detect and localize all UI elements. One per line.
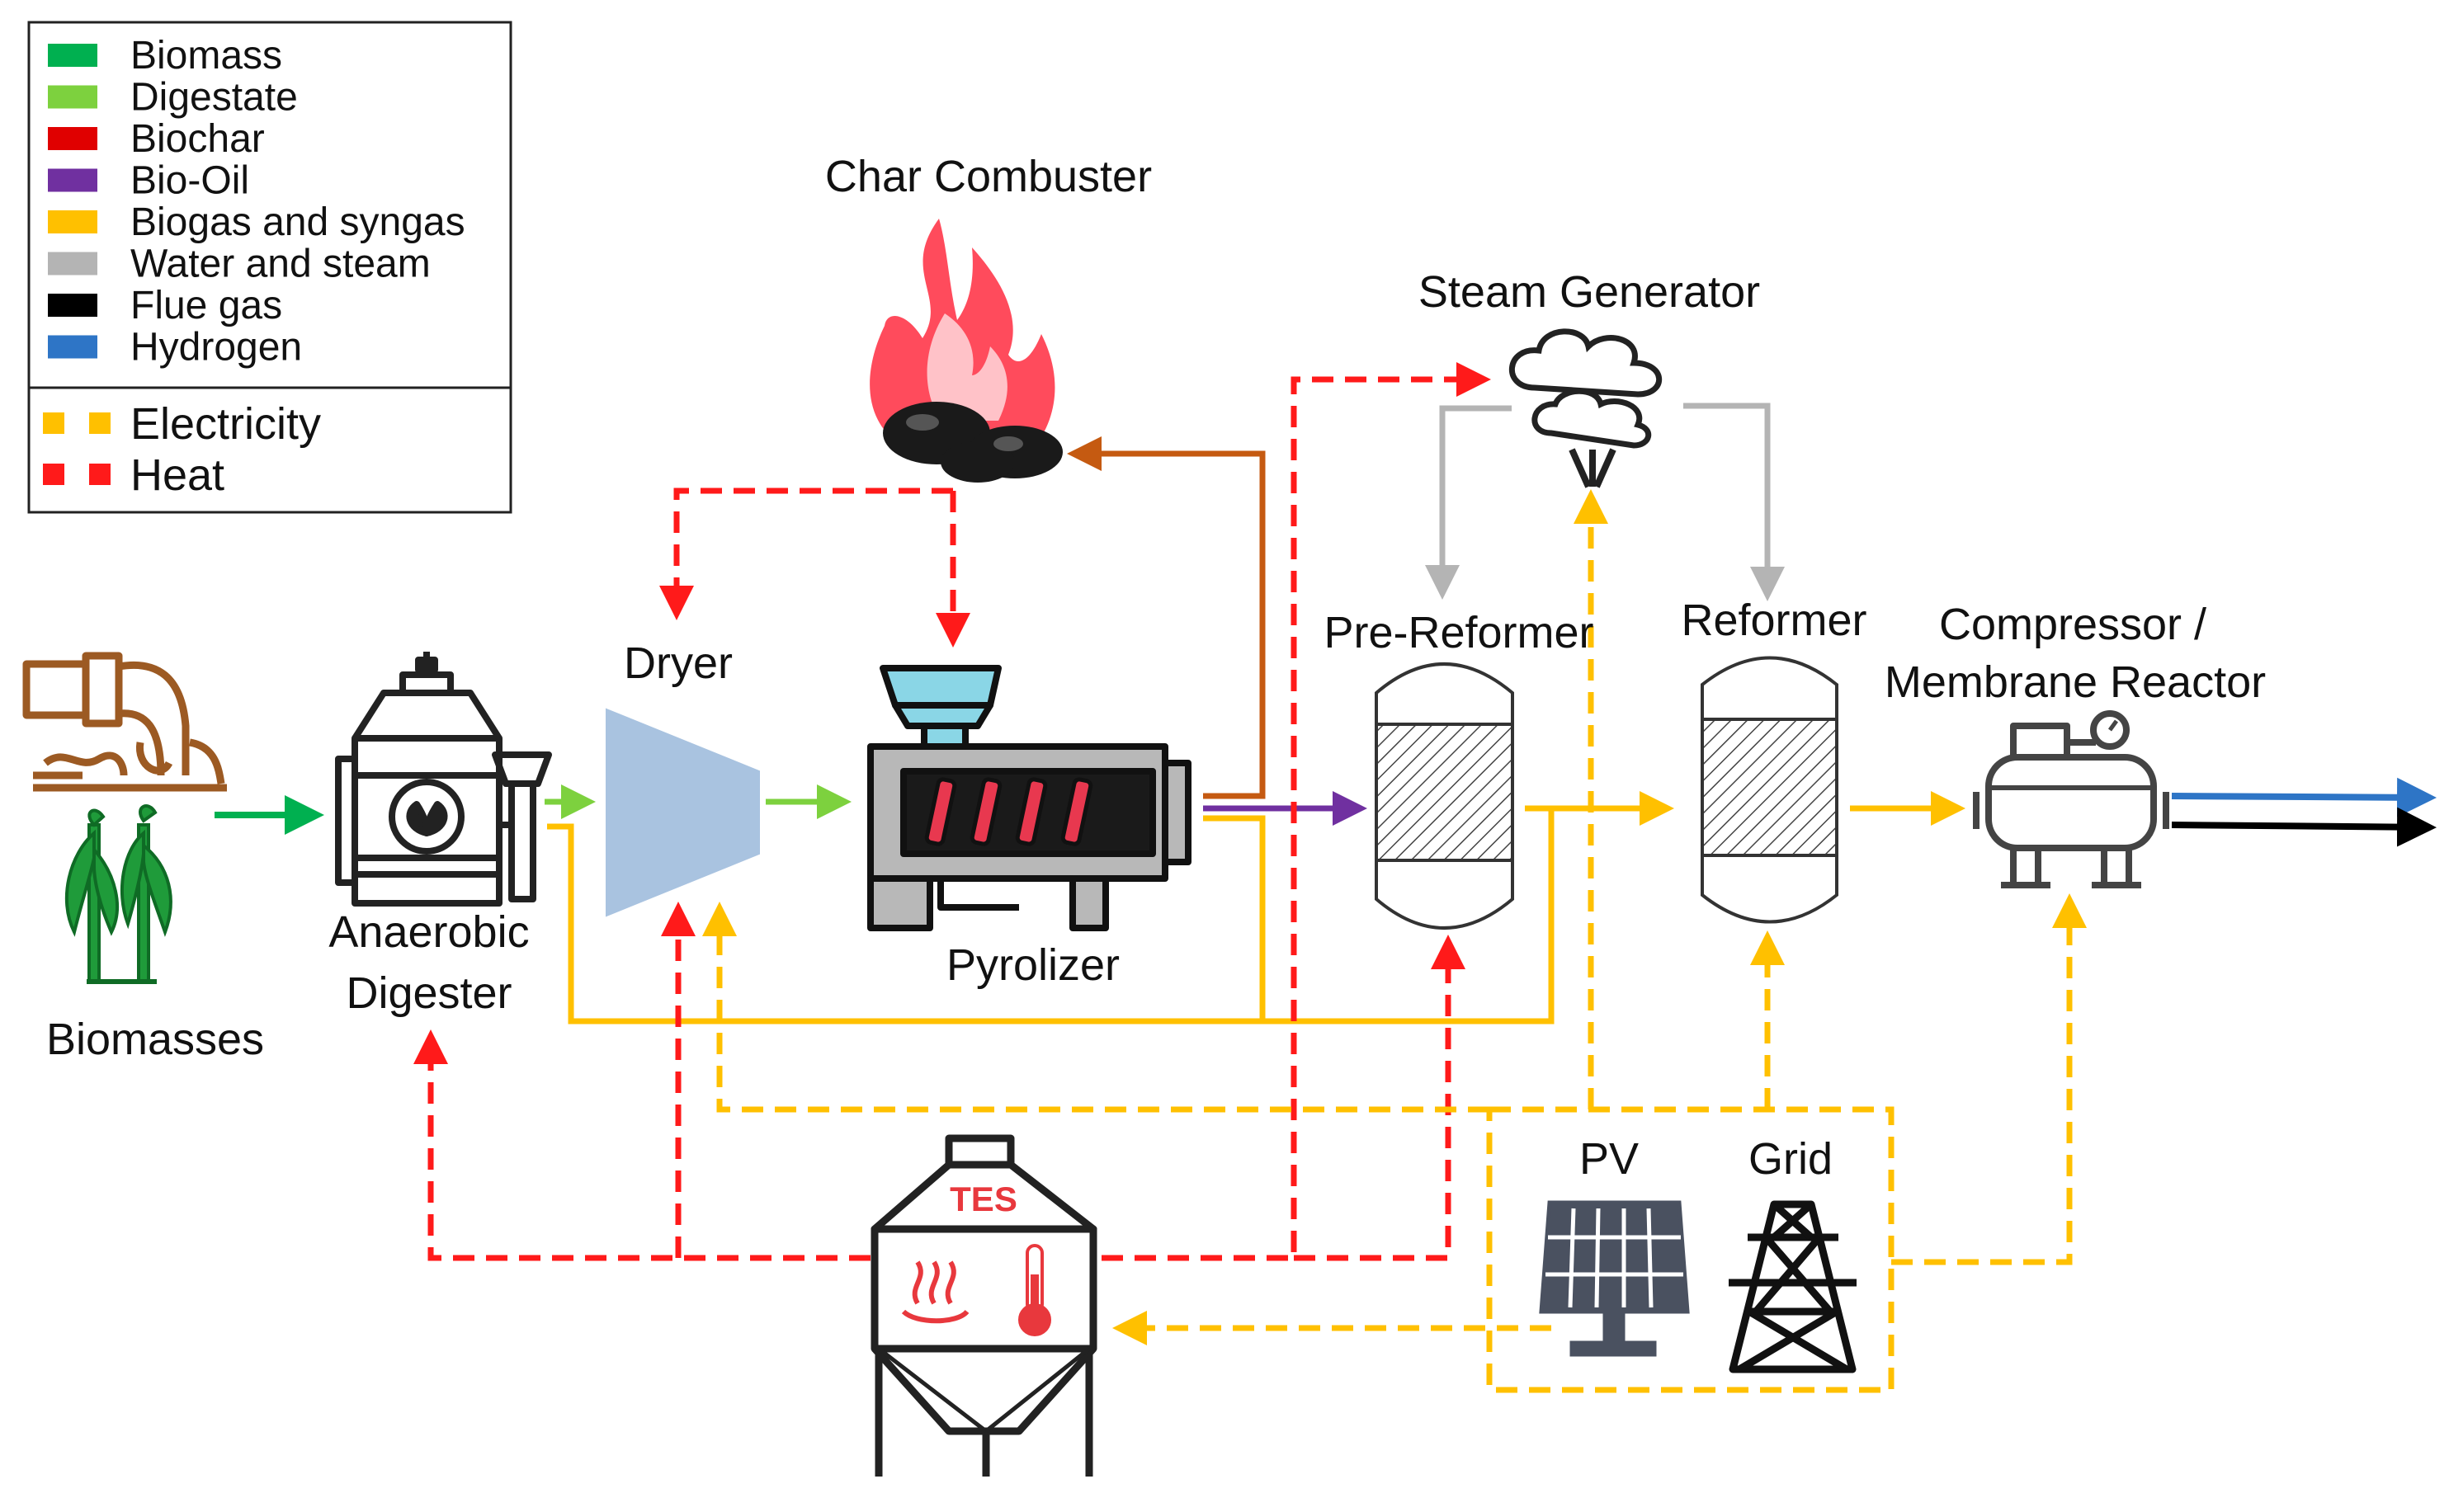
legend-swatch-2 <box>48 127 97 150</box>
compressor-icon <box>1973 710 2169 888</box>
legend-swatch-1 <box>48 85 97 109</box>
heat-lines <box>413 362 1491 1261</box>
thermometer-icon <box>1018 1244 1051 1336</box>
elec-to-dryer <box>702 902 1489 1113</box>
anaerobic-digester-label-line2: Digester <box>346 968 512 1018</box>
pre-reformer-label: Pre-Reformer <box>1324 608 1593 657</box>
legend-label-5: Water and steam <box>130 243 431 286</box>
steam-to-prereformer-arrow <box>1425 405 1512 600</box>
grid-label: Grid <box>1748 1134 1833 1184</box>
hydrogen-output-arrow <box>2171 777 2437 817</box>
pyrolizer-label: Pyrolizer <box>946 940 1120 990</box>
legend-dashed-label-0: Electricity <box>130 399 321 449</box>
reformer-icon <box>1701 656 1838 924</box>
power-supply-box <box>1486 1106 1895 1393</box>
tes-label: TES <box>950 1180 1017 1218</box>
legend-swatch-3 <box>48 168 97 192</box>
heat-waves-icon <box>901 1260 970 1324</box>
solar-panel-icon <box>1539 1200 1690 1357</box>
fire-icon <box>870 219 1055 445</box>
legend-label-2: Biochar <box>130 117 265 161</box>
coal-icon <box>883 402 1063 483</box>
legend-swatch-4 <box>48 210 97 233</box>
transmission-tower-icon <box>1729 1200 1857 1373</box>
biochar-flow-arrow <box>1067 436 1266 799</box>
legend-dash-1-0 <box>43 464 64 485</box>
heat-tes-to-steam-generator <box>1102 362 1491 1261</box>
anaerobic-digester-icon <box>335 652 552 907</box>
heat-tes-to-prereformer <box>1294 935 1465 1261</box>
flue-gas-output-arrow <box>2171 807 2437 847</box>
legend-dash-0-1 <box>89 412 111 434</box>
reformer-label: Reformer <box>1681 596 1866 645</box>
char-combuster-label: Char Combuster <box>825 152 1152 201</box>
heat-combuster-to-dryer <box>659 488 953 620</box>
anaerobic-digester-label-line1: Anaerobic <box>328 907 529 957</box>
legend-dashed-label-1: Heat <box>130 450 224 500</box>
legend-label-0: Biomass <box>130 34 282 78</box>
compressor-label-line2: Membrane Reactor <box>1885 657 2266 707</box>
dryer-icon <box>606 708 760 917</box>
legend-label-3: Bio-Oil <box>130 159 249 203</box>
legend-swatch-5 <box>48 252 97 276</box>
compressor-label-line1: Compressor / <box>1939 600 2206 649</box>
legend-dash-1-1 <box>89 464 111 485</box>
dryer-label: Dryer <box>624 638 733 688</box>
electricity-lines <box>702 489 2087 1393</box>
steam-to-reformer-arrow <box>1683 403 1785 601</box>
biomass-waste-icon <box>22 652 227 792</box>
pyrolizer-screw-icon <box>924 777 1093 846</box>
legend-label-4: Biogas and syngas <box>130 200 465 244</box>
legend-swatch-7 <box>48 335 97 359</box>
biogas-digester-line <box>547 808 1555 1024</box>
legend-label-1: Digestate <box>130 76 298 120</box>
pv-label: PV <box>1579 1134 1639 1184</box>
syngas-pyrolizer-line <box>1203 815 1266 1021</box>
steam-generator-label: Steam Generator <box>1418 267 1760 317</box>
elec-to-compressor <box>1891 893 2087 1265</box>
tes-tank-icon <box>871 1134 1097 1477</box>
heat-tes-left-loop <box>413 1029 871 1261</box>
legend-label-6: Flue gas <box>130 284 282 327</box>
biomass-plants-icon <box>64 804 172 984</box>
legend-swatch-0 <box>48 44 97 67</box>
flow-lines <box>215 403 2437 1024</box>
pre-reformer-icon <box>1375 662 1514 930</box>
legend-dash-0-0 <box>43 412 64 434</box>
steam-generator-icon <box>1509 328 1663 488</box>
legend-swatch-6 <box>48 294 97 317</box>
biomasses-label: Biomasses <box>46 1015 264 1064</box>
legend-label-7: Hydrogen <box>130 326 302 370</box>
labels: Char Combuster Steam Generator Dryer Pre… <box>46 152 2266 1218</box>
